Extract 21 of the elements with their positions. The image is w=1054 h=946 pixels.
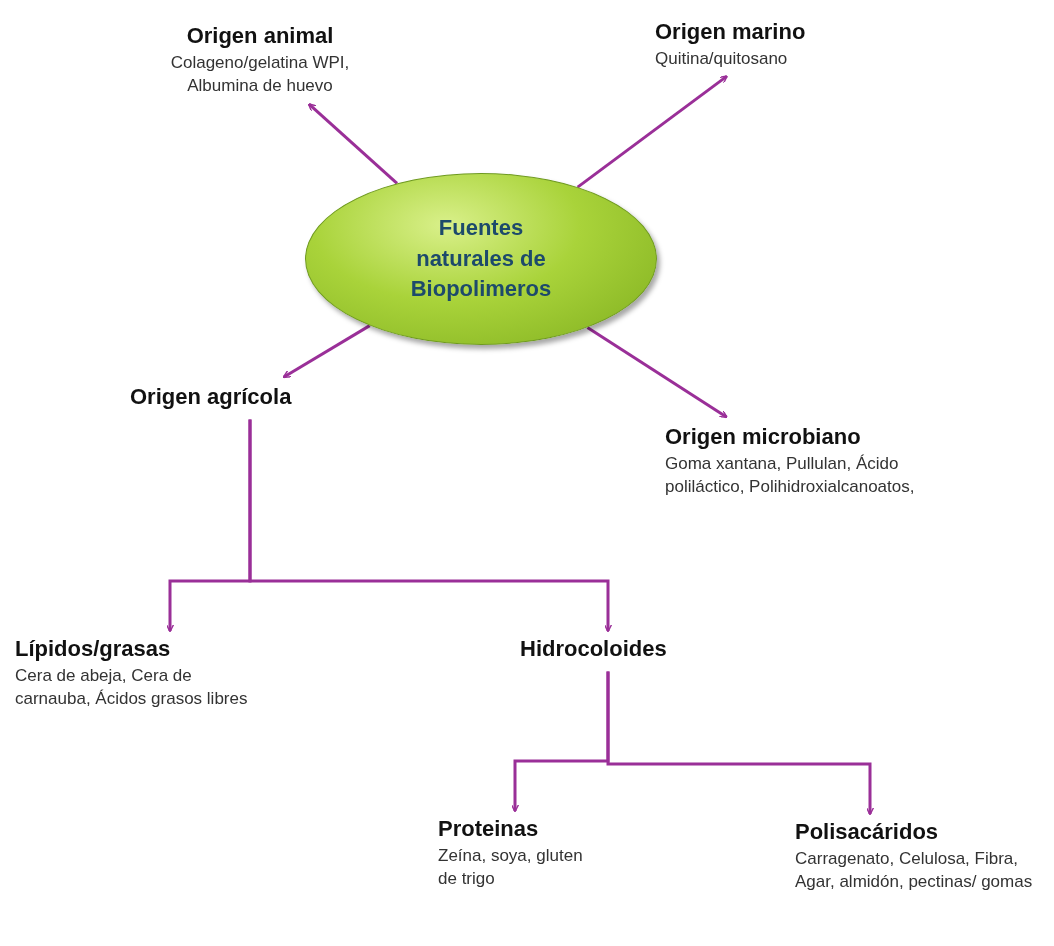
heading: Polisacáridos [795,818,939,846]
arrow [248,419,613,633]
description-text: Carragenato, Celulosa, Fibra, Agar, almidón, pectinas/ gomas [795,847,1034,894]
description-text: Goma xantana, Pullulan, Ácido poliláctico, Polihidroxialcanoatos, [665,452,916,499]
description-text: Zeína, soya, gluten de trigo [438,844,584,891]
arrow [576,75,728,189]
description-text: Quitina/quitosano [655,47,789,70]
description-text: Colageno/gelatina WPI, Albumina de huevo [169,51,351,98]
arrow [307,103,399,185]
heading: Origen marino [655,18,806,46]
node-label: Fuentes naturales de Biopolimeros [409,213,553,304]
heading: Origen agrícola [130,383,292,411]
arrow [606,671,875,816]
heading: Hidrocoloides [520,635,667,663]
heading: Origen microbiano [665,423,861,451]
heading: Lípidos/grasas [15,635,171,663]
heading: Origen animal [186,22,334,50]
arrow [282,324,371,379]
description-text: Cera de abeja, Cera de carnauba, Ácidos grasos libres [15,664,249,711]
arrow [586,326,728,419]
heading: Proteinas [438,815,539,843]
